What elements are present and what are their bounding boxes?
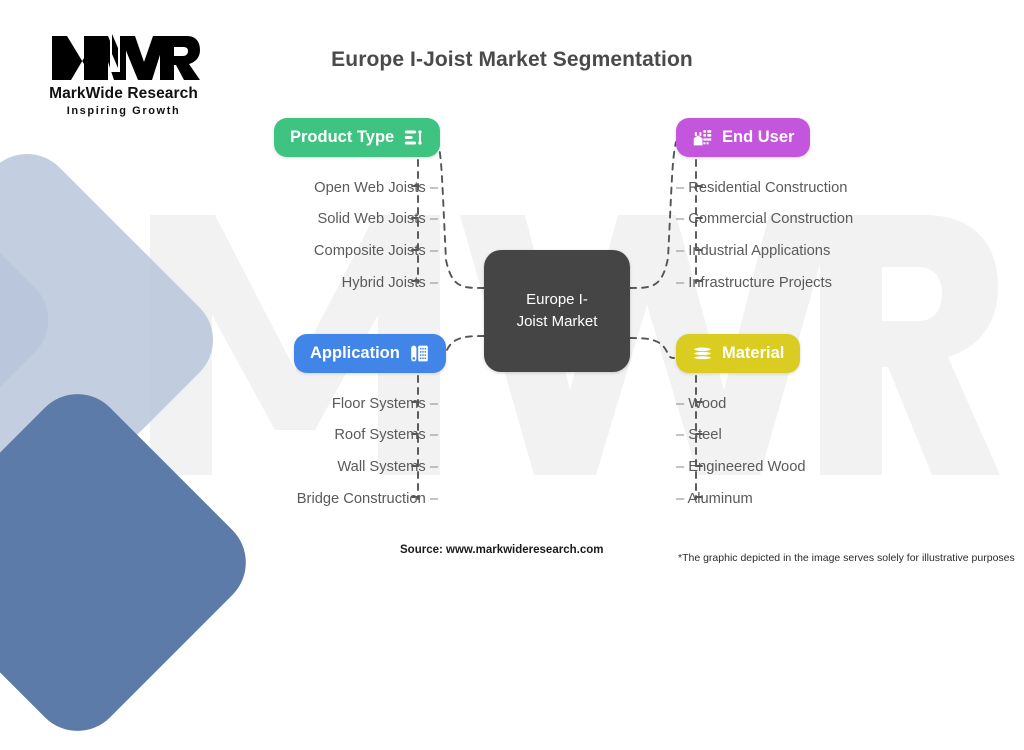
branch-badge-material[interactable]: Material [676,334,801,373]
layers-icon [692,343,713,364]
branch-items-application: Floor Systems Roof Systems Wall Systems … [226,388,438,515]
list-item[interactable]: Industrial Applications [676,235,956,267]
desk-phone-icon [409,343,430,364]
filter-list-icon [403,127,424,148]
list-item[interactable]: Wall Systems [226,451,438,483]
list-item[interactable]: Infrastructure Projects [676,267,956,299]
branch-product-type: Product Type Open Web Joists Solid Web J… [226,118,441,299]
list-item[interactable]: Wood [676,388,956,420]
branch-label-material: Material [722,344,785,362]
logo-brand-name: MarkWide Research [49,85,198,102]
branch-items-material: Wood Steel Engineered Wood Aluminum [676,388,956,515]
branch-material: Material Wood Steel Engineered Wood Alum… [676,334,956,515]
factory-icon [692,127,713,148]
list-item[interactable]: Floor Systems [226,388,438,420]
connector-center-application [439,335,485,359]
list-item[interactable]: Open Web Joists [226,172,438,204]
company-logo: MarkWide Research Inspiring Growth [26,28,221,117]
branch-badge-end-user[interactable]: End User [676,118,811,157]
connector-center-enduser [629,141,677,289]
list-item[interactable]: Aluminum [676,483,956,515]
connector-center-product [437,141,485,289]
center-node-label: Europe I- Joist Market [516,291,598,330]
branch-badge-application[interactable]: Application [294,334,446,373]
branch-items-end-user: Residential Construction Commercial Cons… [676,172,956,299]
list-item[interactable]: Commercial Construction [676,204,956,236]
branch-label-end-user: End User [722,128,795,146]
branch-label-application: Application [310,344,400,362]
branch-application: Application Floor Systems Roof Systems [226,334,446,515]
list-item[interactable]: Residential Construction [676,172,956,204]
footer-disclaimer: *The graphic depicted in the image serve… [678,552,1015,564]
list-item[interactable]: Engineered Wood [676,451,956,483]
list-item[interactable]: Roof Systems [226,420,438,452]
connector-center-material [629,337,675,359]
page-title: Europe I-Joist Market Segmentation [331,48,693,71]
branch-items-product-type: Open Web Joists Solid Web Joists Composi… [226,172,438,299]
list-item[interactable]: Hybrid Joists [226,267,438,299]
center-node[interactable]: Europe I- Joist Market [484,250,630,372]
branch-end-user: End User Residential Construction Commer… [676,118,956,299]
branch-badge-product-type[interactable]: Product Type [274,118,441,157]
list-item[interactable]: Solid Web Joists [226,204,438,236]
footer-source[interactable]: Source: www.markwideresearch.com [400,544,604,556]
logo-tagline: Inspiring Growth [66,105,181,117]
branch-label-product-type: Product Type [290,128,395,146]
list-item[interactable]: Steel [676,420,956,452]
mwr-monogram-icon [51,32,200,80]
list-item[interactable]: Composite Joists [226,235,438,267]
list-item[interactable]: Bridge Construction [226,483,438,515]
